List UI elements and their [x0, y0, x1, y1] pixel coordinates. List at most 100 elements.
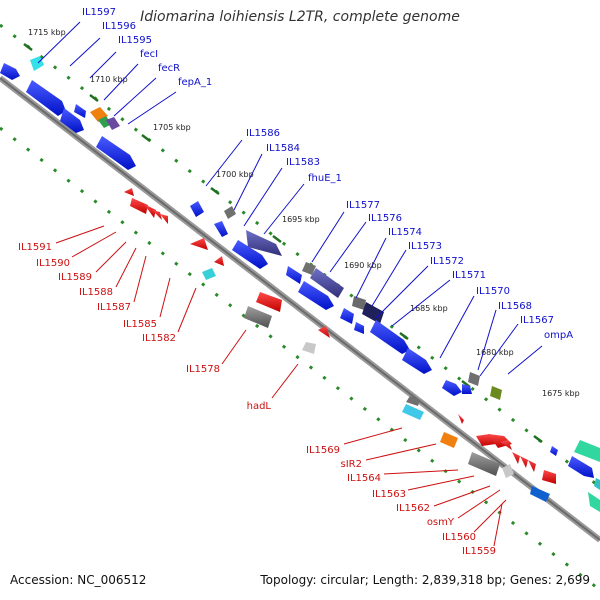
- gene-label: fepA_1: [178, 77, 212, 88]
- forward-strand-genes: [0, 56, 600, 512]
- scale-label: 1685 kbp: [410, 304, 448, 313]
- gene-arrow-forward: [98, 116, 112, 128]
- gene-arrow-reverse: [130, 198, 148, 214]
- forward-gene-labels: IL1597 IL1596 IL1595 fecI fecR fepA_1 IL…: [82, 7, 573, 341]
- gene-arrow-forward: [340, 308, 354, 324]
- gene-label: IL1597: [82, 7, 116, 18]
- gene-arrow-reverse: [458, 414, 464, 424]
- reverse-strand-genes: [124, 188, 556, 502]
- reverse-gene-labels: IL1591 IL1590 IL1589 IL1588 IL1587 IL158…: [18, 242, 496, 557]
- gene-arrow-reverse: [190, 238, 208, 250]
- scale-label: 1690 kbp: [344, 261, 382, 270]
- gene-arrow-forward: [574, 440, 600, 462]
- gene-label: IL1591: [18, 242, 52, 253]
- gene-arrow-forward: [190, 201, 204, 217]
- scale-tick: [23, 43, 33, 51]
- gene-label: IL1585: [123, 319, 157, 330]
- gene-arrow-forward: [550, 446, 558, 456]
- gene-label: hadL: [247, 401, 272, 412]
- scale-tick: [533, 435, 543, 443]
- gene-arrow-reverse: [440, 432, 458, 448]
- scale-tick: [210, 187, 220, 195]
- gene-arrow-reverse: [520, 456, 528, 468]
- gene-label: IL1560: [442, 532, 476, 543]
- gene-label: IL1562: [396, 503, 430, 514]
- gene-arrow-forward: [468, 372, 480, 386]
- gene-label: IL1564: [347, 473, 381, 484]
- map-title: Idiomarina loihiensis L2TR, complete gen…: [140, 9, 460, 25]
- gene-label: IL1563: [372, 489, 406, 500]
- gene-label: sIR2: [341, 459, 362, 470]
- gene-arrow-reverse: [512, 452, 520, 464]
- gene-label: IL1596: [102, 21, 136, 32]
- gene-label: IL1559: [462, 546, 496, 557]
- gene-arrow-forward: [442, 380, 462, 396]
- gene-arrow-reverse: [214, 256, 224, 266]
- gene-label: IL1584: [266, 143, 300, 154]
- gene-arrow-reverse: [402, 404, 424, 420]
- gene-label: ompA: [544, 330, 573, 341]
- gene-label: IL1588: [79, 287, 113, 298]
- gene-arrow-reverse: [528, 460, 536, 472]
- scale-tick: [399, 332, 409, 340]
- gene-arrow-forward: [354, 322, 364, 334]
- gene-label: IL1583: [286, 157, 320, 168]
- gene-arrow-reverse: [318, 326, 330, 338]
- gene-label: IL1570: [476, 286, 510, 297]
- gene-arrow-forward: [298, 281, 334, 310]
- gene-arrow-forward: [462, 384, 472, 394]
- scale-label: 1700 kbp: [216, 170, 254, 179]
- gene-arrow-reverse: [530, 486, 550, 502]
- genome-backbone: [0, 75, 600, 543]
- gene-arrow-forward: [74, 104, 86, 118]
- gene-arrow-forward: [568, 456, 594, 478]
- gene-arrow-forward: [588, 492, 600, 512]
- gene-arrow-reverse: [256, 292, 282, 312]
- accession-text: Accession: NC_006512: [10, 573, 147, 587]
- gene-label: IL1582: [142, 333, 176, 344]
- gene-arrow-reverse: [302, 342, 316, 354]
- gene-arrow-reverse: [500, 440, 512, 450]
- gene-arrow-reverse: [152, 210, 162, 220]
- gene-arrow-forward: [214, 221, 228, 237]
- scale-tick: [89, 94, 99, 102]
- gene-label: IL1578: [186, 364, 220, 375]
- gene-arrow-forward: [302, 262, 316, 275]
- gene-arrow-forward: [490, 386, 502, 400]
- scale-label: 1680 kbp: [476, 348, 514, 357]
- gene-label: IL1587: [97, 302, 131, 313]
- gene-arrow-reverse: [406, 396, 420, 406]
- gene-label: IL1574: [388, 227, 422, 238]
- scale-tick: [272, 235, 282, 243]
- gene-arrow-reverse: [542, 470, 556, 484]
- gene-arrow-forward: [60, 108, 84, 133]
- gene-label: fecR: [158, 63, 180, 74]
- gene-arrow-forward: [26, 80, 66, 116]
- scale-labels: 1715 kbp 1710 kbp 1705 kbp 1700 kbp 1695…: [28, 28, 580, 398]
- gene-arrow-forward: [352, 296, 366, 310]
- gene-arrow-reverse: [502, 464, 514, 478]
- gene-arrow-reverse: [124, 188, 134, 196]
- gene-arrow-forward: [106, 117, 120, 130]
- scale-label: 1705 kbp: [153, 123, 191, 132]
- scale-label: 1675 kbp: [542, 389, 580, 398]
- gene-label: IL1572: [430, 256, 464, 267]
- gene-arrow-forward: [286, 266, 302, 284]
- gene-arrow-forward: [402, 348, 432, 374]
- gene-arrow-forward: [594, 478, 600, 490]
- gene-label: fecI: [140, 49, 158, 60]
- gene-label: IL1595: [118, 35, 152, 46]
- gene-arrow-forward: [232, 240, 268, 269]
- gene-arrow-forward: [30, 56, 44, 71]
- gene-label: IL1569: [306, 445, 340, 456]
- reverse-leader-lines: [55, 225, 507, 547]
- gene-arrow-forward: [0, 63, 20, 80]
- scale-label: 1715 kbp: [28, 28, 66, 37]
- gene-label: IL1567: [520, 315, 554, 326]
- scale-label: 1695 kbp: [282, 215, 320, 224]
- forward-leader-lines: [37, 21, 543, 377]
- gene-arrow-forward: [246, 230, 282, 256]
- gene-label: IL1573: [408, 241, 442, 252]
- gene-arrow-forward: [96, 136, 136, 170]
